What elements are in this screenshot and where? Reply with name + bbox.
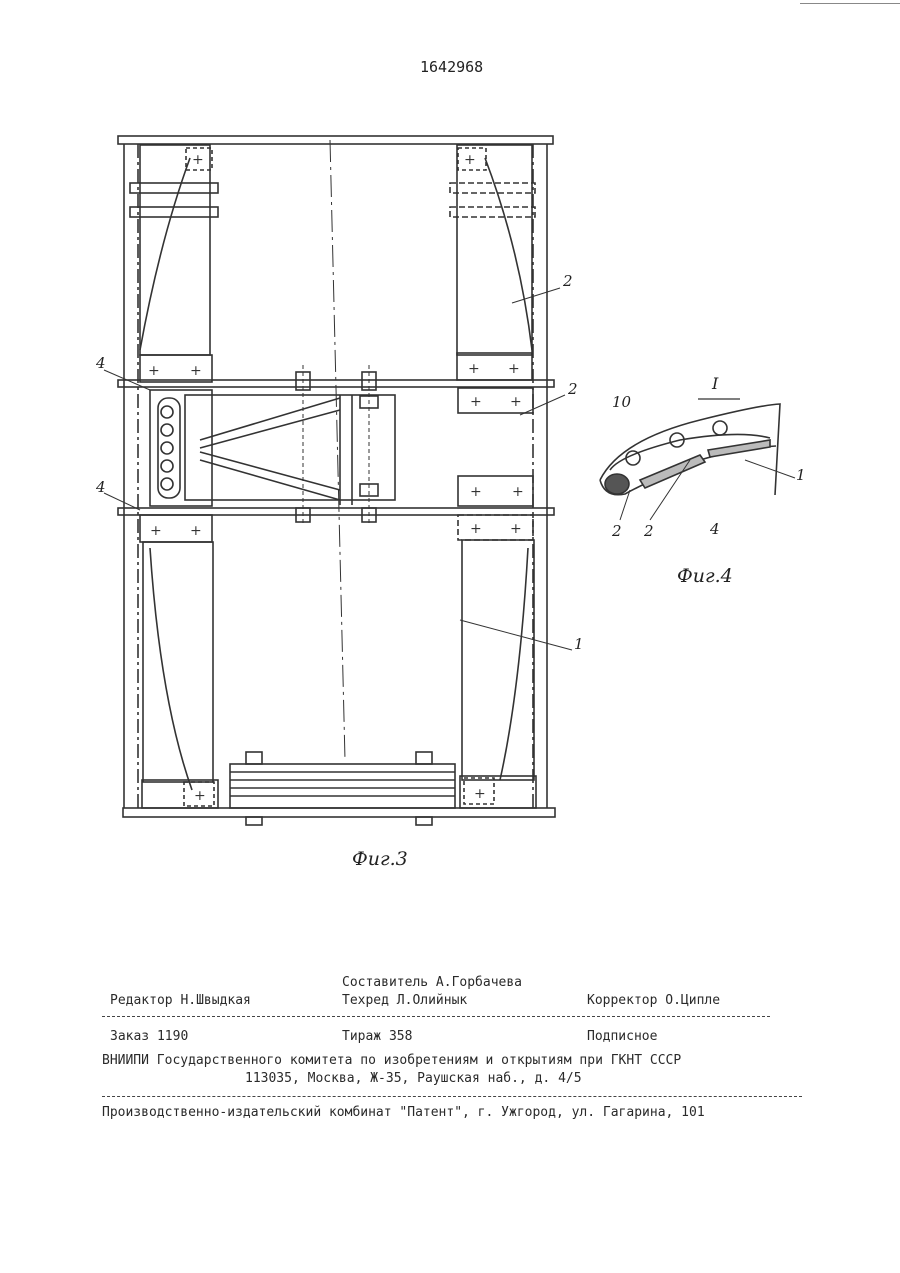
fig4-section-mark: I [712,374,719,393]
svg-text:+: + [474,786,486,802]
fig3-label-2-upper: 2 [563,272,573,290]
patent-number: 1642968 [420,58,484,76]
imprint-subscription: Подписное [587,1029,658,1044]
svg-text:+: + [190,523,202,539]
fig3-label-2-mid: 2 [568,380,578,398]
svg-text:+: + [464,152,476,168]
fig3-caption: Фиг.3 [352,848,408,870]
imprint-rule-1 [102,1016,770,1017]
fig3-label-1: 1 [574,635,584,653]
svg-text:+: + [148,363,160,379]
imprint-corrector: Корректор О.Ципле [587,993,721,1008]
figure-4-drawing [599,398,796,521]
fig4-label-2b: 2 [644,522,654,540]
svg-text:+: + [508,361,520,377]
svg-text:+: + [470,521,482,537]
imprint-techred: Техред Л.Олийнык [342,993,468,1008]
svg-text:+: + [470,394,482,410]
imprint-publisher: Производственно-издательский комбинат "П… [102,1105,705,1120]
svg-text:+: + [468,361,480,377]
svg-text:+: + [510,521,522,537]
svg-text:+: + [512,484,524,500]
top-bar [117,135,554,145]
fig4-label-1: 1 [796,466,806,484]
fig4-label-2a: 2 [612,522,622,540]
svg-text:+: + [510,394,522,410]
svg-text:+: + [470,484,482,500]
imprint-compiler: Составитель А.Горбачева [342,975,523,990]
imprint-rule-2 [102,1096,802,1097]
bottom-bar [122,807,556,818]
fig4-label-10: 10 [612,393,632,411]
figure-3-drawing: + + + + + + + + + + [103,135,573,826]
svg-text:+: + [194,788,206,804]
imprint-print-run: Тираж 358 [342,1029,413,1044]
svg-text:+: + [150,523,162,539]
imprint-org: ВНИИПИ Государственного комитета по изоб… [102,1053,682,1068]
imprint-address: 113035, Москва, Ж-35, Раушская наб., д. … [245,1071,582,1086]
fig3-label-4-upper: 4 [96,354,106,372]
imprint-order: Заказ 1190 [110,1029,189,1044]
svg-text:+: + [192,152,204,168]
corner-rule [800,3,900,4]
svg-text:+: + [190,363,202,379]
fig4-caption: Фиг.4 [677,565,733,587]
fig4-label-4: 4 [710,520,720,538]
imprint-editor: Редактор Н.Швыдкая [110,993,251,1008]
fig3-label-4-lower: 4 [96,478,106,496]
